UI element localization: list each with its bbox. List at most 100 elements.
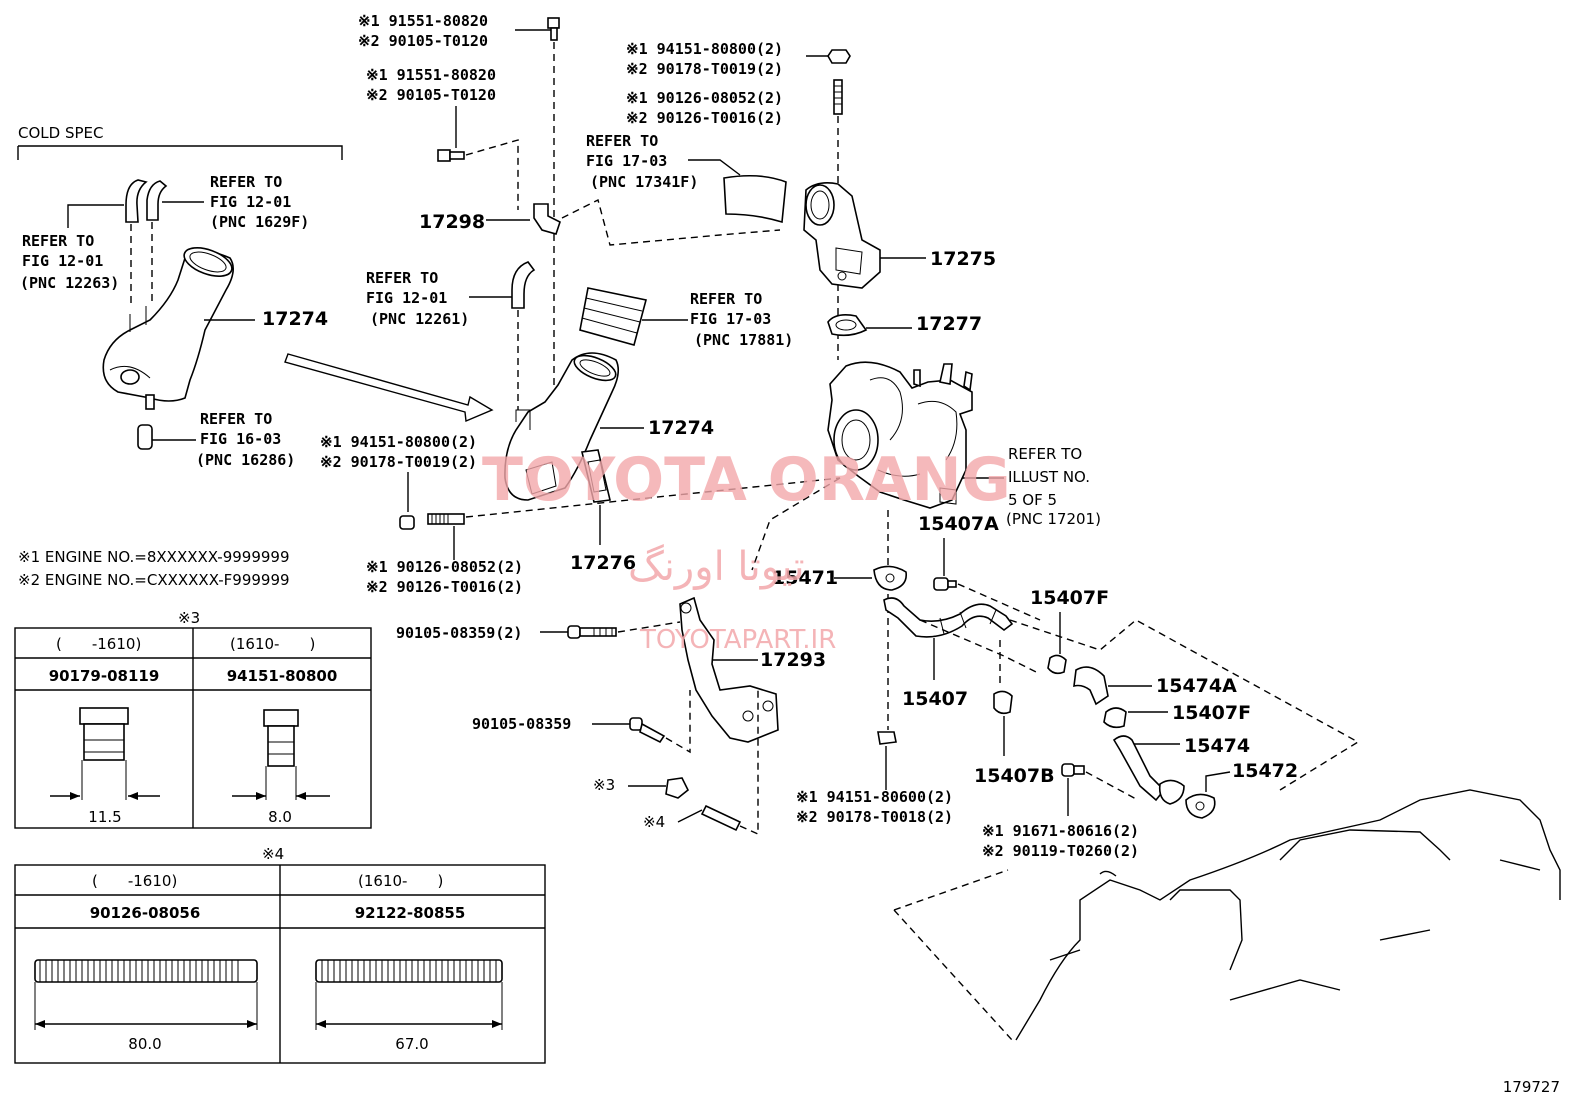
stud-drawing-2 [315,959,503,983]
part-number-15474A[interactable]: 15474A [1156,675,1237,697]
watermark-brand: TOYOTA ORANG [482,445,1011,515]
nut-drawing-2 [263,709,299,727]
gasket-17277 [827,314,868,337]
hose-15474A [1073,666,1109,706]
callout-bolt-91671[interactable]: ※1 91671-80616(2) ※2 90119-T0260(2) [982,822,1148,860]
nut-icon [827,49,851,64]
table4-part-1[interactable]: 90126-08056 [90,904,201,922]
table3-part-2[interactable]: 94151-80800 [227,667,338,685]
hose-12261 [511,261,536,309]
table3-title: ※3 [178,609,200,627]
turbo-outlet-elbow-17274 [504,352,620,501]
part-number-17275[interactable]: 17275 [930,248,996,270]
hose-12263 [125,179,148,223]
callout-left-nut[interactable]: ※1 94151-80800(2) ※2 90178-T0019(2) [320,433,486,471]
table-mark3: ※3 ( -1610) (1610- ) 90179-08119 94151-8… [14,609,372,829]
watermark-site: TOYOTAPART.IR [639,625,836,655]
oil-pipe-15407 [883,597,1014,638]
part-number-15407F-top[interactable]: 15407F [1030,587,1109,609]
callout-mark4[interactable]: ※4 [643,813,665,831]
table3-header-1: ( -1610) [56,635,141,653]
part-number-15474[interactable]: 15474 [1184,735,1250,757]
hose-leader [130,222,153,308]
part-number-15472[interactable]: 15472 [1232,760,1298,782]
table4-dim-1: 80.0 [128,1035,161,1053]
refer-17341f: REFER TO FIG 17-03 (PNC 17341F) [586,132,698,191]
gasket-17276 [581,449,611,503]
part-number-17293[interactable]: 17293 [760,649,826,671]
callout-top-nut[interactable]: ※1 94151-80800(2) ※2 90178-T0019(2) [626,40,792,78]
callout-mark3[interactable]: ※3 [593,776,615,794]
part-number-17274-left[interactable]: 17274 [262,308,328,330]
part-number-17298[interactable]: 17298 [419,211,485,233]
nut-icon [399,515,415,530]
turbo-stay-17293 [679,596,779,743]
gasket-15471 [873,565,908,591]
part-number-15407A[interactable]: 15407A [918,513,999,535]
stud-icon [833,79,843,115]
table-mark4: ※4 ( -1610) (1610- ) 90126-08056 92122-8… [14,845,546,1064]
figure-number: 179727 [1503,1078,1560,1096]
nut-icon [877,731,897,745]
direction-arrow [284,353,494,423]
callout-nut-94151-80600[interactable]: ※1 94151-80600(2) ※2 90178-T0018(2) [796,788,962,826]
stud-icon [700,804,742,832]
part-number-17276[interactable]: 17276 [570,552,636,574]
bolt-icon [547,17,560,29]
bracket-17298 [533,203,561,235]
hose-17341f [723,174,787,224]
part-number-15407[interactable]: 15407 [902,688,968,710]
hose-1629f [146,180,168,221]
table4-header-2: (1610- ) [358,872,443,890]
callout-left-stud[interactable]: ※1 90126-08052(2) ※2 90126-T0016(2) [366,558,532,596]
cold-spec-inset: COLD SPEC 17274 REFER TO FIG 12-01 (PNC … [17,124,343,469]
callout-top-bolt[interactable]: ※1 91551-80820 ※2 90105-T0120 [358,12,497,50]
clamp-15407F-lower [1103,707,1127,729]
table4-title: ※4 [262,845,284,863]
hose-16286 [137,424,153,450]
refer-illust5: REFER TO ILLUST NO. 5 OF 5 (PNC 17201) [1006,445,1101,528]
gasket-15472 [1185,793,1216,819]
oil-pipe-group: 15407A 15471 15407 15407F 15474A 15407F … [772,513,1360,860]
engine-note-2: ※2 ENGINE NO.=CXXXXXX-F999999 [18,571,290,589]
table3-dim-1: 11.5 [88,808,121,826]
part-number-15471[interactable]: 15471 [772,567,838,589]
bellows-hose [579,287,647,346]
turbocharger-housing [827,361,973,509]
callout-top-stud[interactable]: ※1 90126-08052(2) ※2 90126-T0016(2) [626,89,792,127]
engine-note-1: ※1 ENGINE NO.=8XXXXXX-9999999 [18,548,290,566]
elbow-mouth [183,247,233,277]
callout-mid-bolt[interactable]: ※1 91551-80820 ※2 90105-T0120 [366,66,505,104]
table3-part-1[interactable]: 90179-08119 [49,667,160,685]
refer-12261: REFER TO FIG 12-01 (PNC 12261) [366,269,469,328]
compressor-inlet [833,409,879,471]
cold-spec-bracket [17,145,343,160]
refer-1629f: REFER TO FIG 12-01 (PNC 1629F) [210,173,309,231]
refer-17881: REFER TO FIG 17-03 (PNC 17881) [690,290,793,349]
bolt-icon [567,625,581,639]
clamp-15407F [1047,654,1067,675]
water-outlet-group: ※1 94151-80800(2) ※2 90178-T0019(2) ※1 9… [586,40,996,360]
watermark-persian: تیوتا اورنگ [628,544,805,590]
refer-16286: REFER TO FIG 16-03 (PNC 16286) [196,410,295,469]
cold-spec-label: COLD SPEC [18,124,103,142]
table3-header-2: (1610- ) [230,635,315,653]
callout-bolt-90105-2[interactable]: 90105-08359(2) [396,624,522,642]
part-number-17277[interactable]: 17277 [916,313,982,335]
part-number-15407F-bot[interactable]: 15407F [1172,702,1251,724]
refer-12263: REFER TO FIG 12-01 (PNC 12263) [20,232,119,292]
part-number-17274[interactable]: 17274 [648,417,714,439]
union-15407B [993,690,1013,715]
stud-drawing-1 [34,959,258,983]
nut-body-2 [267,725,295,767]
turbocharger-assembly: REFER TO ILLUST NO. 5 OF 5 (PNC 17201) [751,361,1101,730]
top-bolt-group: ※1 91551-80820 ※2 90105-T0120 ※1 91551-8… [358,12,781,436]
bolt-icon [1061,763,1075,777]
nut-drawing-1 [79,707,129,725]
table4-part-2[interactable]: 92122-80855 [355,904,466,922]
table4-dim-2: 67.0 [395,1035,428,1053]
bolt-icon [933,577,949,591]
part-number-15407B[interactable]: 15407B [974,765,1055,787]
callout-bolt-90105[interactable]: 90105-08359 [472,715,571,733]
